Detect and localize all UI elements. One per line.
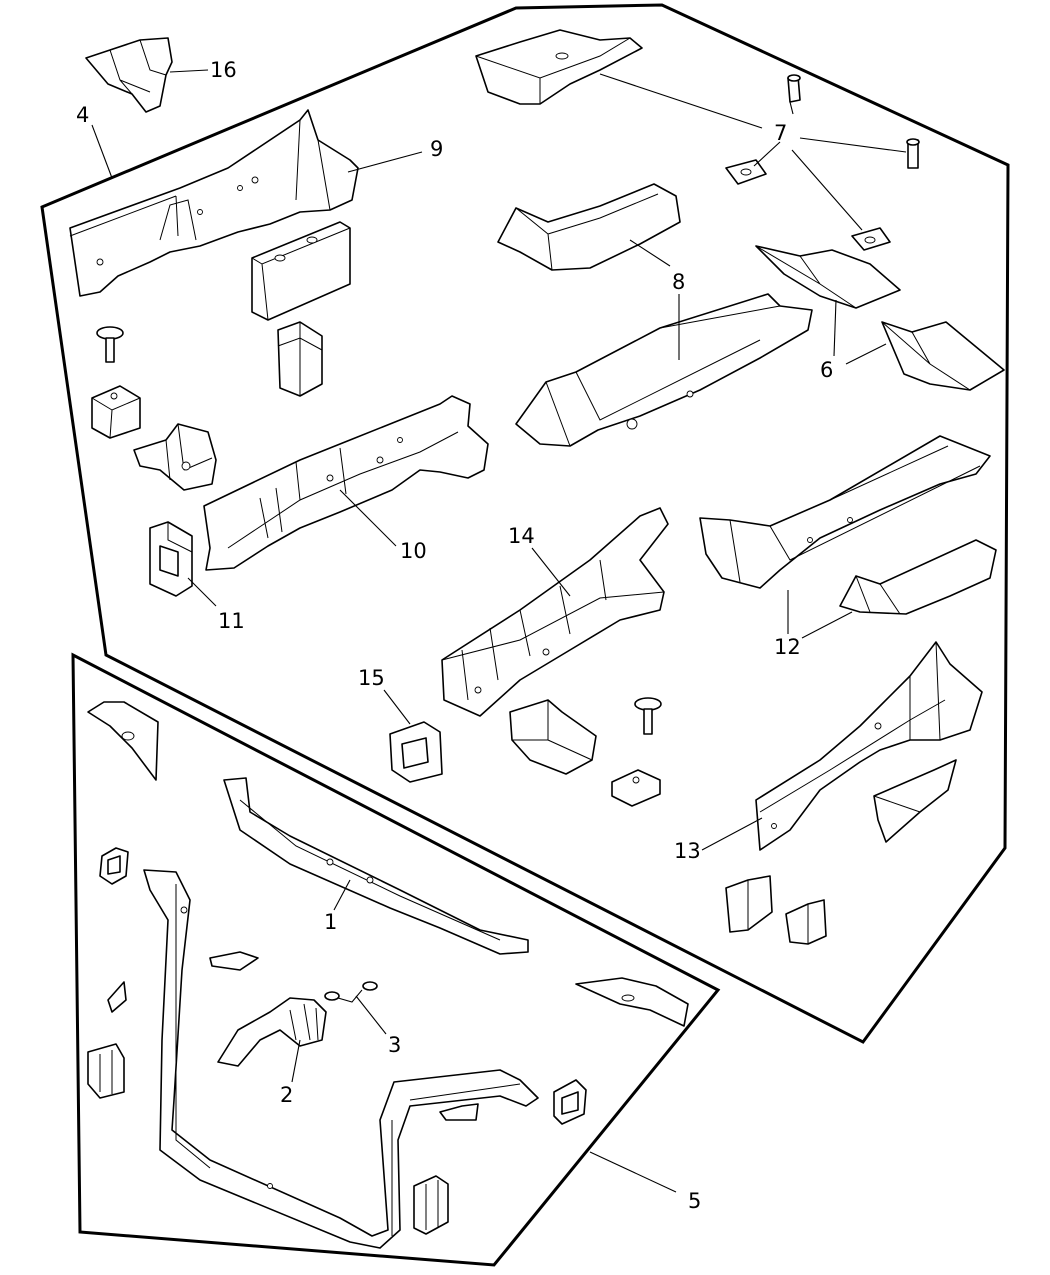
part-7-bolt-b [906,138,920,169]
part-bolt-center [634,697,662,735]
part-1-crossmember [223,777,529,955]
callout-14: 14 [508,524,535,548]
callout-9: 9 [430,137,443,161]
part-clip-bracket-left [91,385,141,439]
part-10-frame-rail [203,395,489,571]
callout-3: 3 [388,1033,401,1057]
part-7-upper-bracket [475,29,643,105]
callout-15: 15 [358,666,385,690]
callout-12: 12 [774,635,801,659]
part-12-rocker-rail [699,435,991,589]
part-mount-bracket-a [277,321,323,397]
callout-11: 11 [218,609,245,633]
part-12-channel [839,539,997,615]
part-bracket-right-small [873,759,957,843]
part-8-channel [497,183,681,271]
callout-5: 5 [688,1189,701,1213]
part-lower-grommet-a [99,847,129,885]
part-13-side-panel [755,641,983,851]
callout-1: 1 [324,910,337,934]
part-support-bracket-center [509,699,597,775]
callout-labels: 16 4 9 7 8 6 10 11 14 12 15 13 1 3 2 5 [76,58,833,1213]
callout-4: 4 [76,103,89,127]
part-14-center-rail [441,507,669,717]
part-3-fastener [324,981,378,1003]
part-lower-grommet-b [553,1079,587,1125]
part-lower-bracket-right [575,977,689,1027]
part-7-bolt-a [787,74,801,103]
callout-6: 6 [820,358,833,382]
part-15-box-bracket [389,721,443,783]
part-lower-bracket-bottom [413,1175,449,1235]
part-5-frame-loop [143,869,539,1249]
part-support-bracket-left [133,423,217,491]
part-7-nut-a [725,159,767,185]
part-6-bracket-b [881,321,1005,391]
part-floor-rail-right [515,293,813,447]
part-lower-clip-center [439,1103,479,1121]
callout-16: 16 [210,58,237,82]
callout-2: 2 [280,1083,293,1107]
part-6-bracket-a [755,245,901,309]
part-lower-bracket-left [87,1043,125,1099]
callout-7: 7 [774,121,787,145]
part-2-hinge-bracket [217,997,327,1067]
part-clip-right-a [725,875,773,933]
part-bolt-left [96,326,124,363]
part-clip-bracket-center [611,769,661,807]
part-7-nut-b [851,227,891,251]
crossmember-bracket-left [251,221,351,321]
lower-assembly-outline [71,652,721,1267]
callout-10: 10 [400,539,427,563]
part-lower-clip-left [107,981,127,1013]
part-lower-clip-small [209,951,259,971]
part-lower-bracket-topleft [87,701,159,781]
part-9-side-rail [69,109,359,297]
part-16-bracket [85,37,173,113]
callout-8: 8 [672,270,685,294]
callout-13: 13 [674,839,701,863]
leader-lines [91,69,907,1193]
part-clip-right-b [785,899,827,945]
upper-assembly-outline [40,3,1010,1044]
part-11-box-bracket [149,521,193,597]
